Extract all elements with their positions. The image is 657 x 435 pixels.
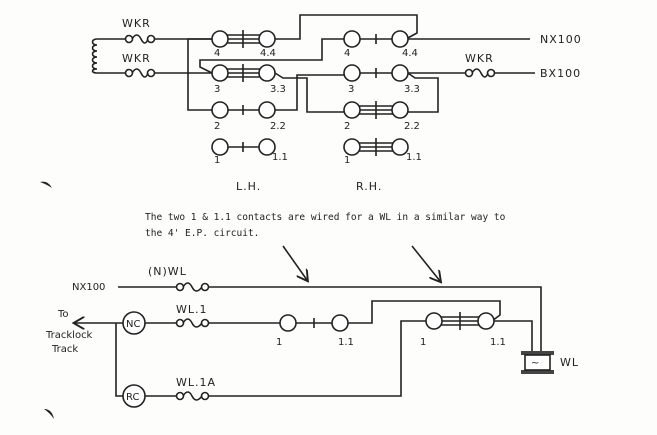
contact-label: 4 (214, 48, 220, 59)
contact-label: 3.3 (270, 84, 286, 95)
contact-label: 1 (214, 155, 220, 166)
lh-contact-3-made (211, 64, 276, 82)
note-line: The two 1 & 1.1 contacts are wired for a… (145, 212, 506, 223)
contact-label: 1.1 (338, 337, 354, 348)
scan-mark (40, 181, 52, 188)
fuse-icon (118, 282, 542, 352)
fuse-icon (104, 68, 212, 78)
contact-label: 1 (276, 337, 282, 348)
rc-relay: RC (122, 384, 146, 408)
lh-label: L.H. (236, 180, 261, 193)
contact-label: 1 (420, 337, 426, 348)
contact-label: 2.2 (404, 121, 420, 132)
bx100-label: BX100 (540, 67, 581, 80)
note-line: the 4' E.P. circuit. (145, 228, 259, 239)
rh-contact-2-made (343, 101, 409, 119)
lh-contact-1-open (211, 138, 276, 156)
wl-label: WL (560, 356, 579, 369)
fuse-icon (145, 318, 280, 328)
contact-label: 4.4 (402, 48, 418, 59)
contact-label: 1 (344, 155, 350, 166)
wl-coil-icon: ~ (521, 351, 554, 374)
nx100-label: NX100 (540, 33, 582, 46)
contact-1-open (279, 300, 501, 332)
nc-label: NC (126, 319, 140, 330)
fuse-label: WKR (465, 52, 494, 65)
fuse-label: WL.1A (176, 376, 216, 389)
fuse-icon (145, 320, 426, 401)
fuse-icon (408, 68, 535, 78)
contact-label: 2.2 (270, 121, 286, 132)
fuse-label: WKR (122, 52, 151, 65)
scan-mark (44, 409, 54, 419)
contact-label: 2 (344, 121, 350, 132)
contact-label: 1.1 (272, 152, 288, 163)
wiring (115, 323, 123, 397)
rh-contact-3-open (343, 64, 409, 82)
fuse-label: (N)WL (148, 265, 187, 278)
rc-label: RC (126, 392, 139, 403)
arrow-icon (411, 245, 440, 281)
rh-contact-4-open (343, 30, 409, 48)
arrow-icon (282, 245, 307, 280)
wiring (187, 14, 530, 113)
fuse-label: WKR (122, 17, 151, 30)
lh-contact-4-made (211, 30, 276, 48)
rh-contact-1-made (343, 138, 409, 156)
track-label: Track (51, 344, 78, 355)
lh-contact-2-open (211, 101, 276, 119)
fuse-label: WL.1 (176, 303, 208, 316)
rh-label: R.H. (356, 180, 382, 193)
contact-label: 4 (344, 48, 350, 59)
contact-label: 1.1 (490, 337, 506, 348)
tracklock-label: Tracklock (45, 330, 93, 341)
contact-label: 4.4 (260, 48, 276, 59)
contact-1-made (425, 312, 533, 352)
nc-relay: NC (122, 311, 146, 335)
nx100-label: NX100 (72, 282, 105, 293)
coil-symbol: ~ (531, 358, 539, 369)
contact-label: 3.3 (404, 84, 420, 95)
contact-label: 1.1 (406, 152, 422, 163)
contact-label: 2 (214, 121, 220, 132)
to-label: To (57, 309, 69, 320)
contact-label: 3 (214, 84, 220, 95)
relay-coil-icon (91, 38, 104, 74)
contact-label: 3 (348, 84, 354, 95)
